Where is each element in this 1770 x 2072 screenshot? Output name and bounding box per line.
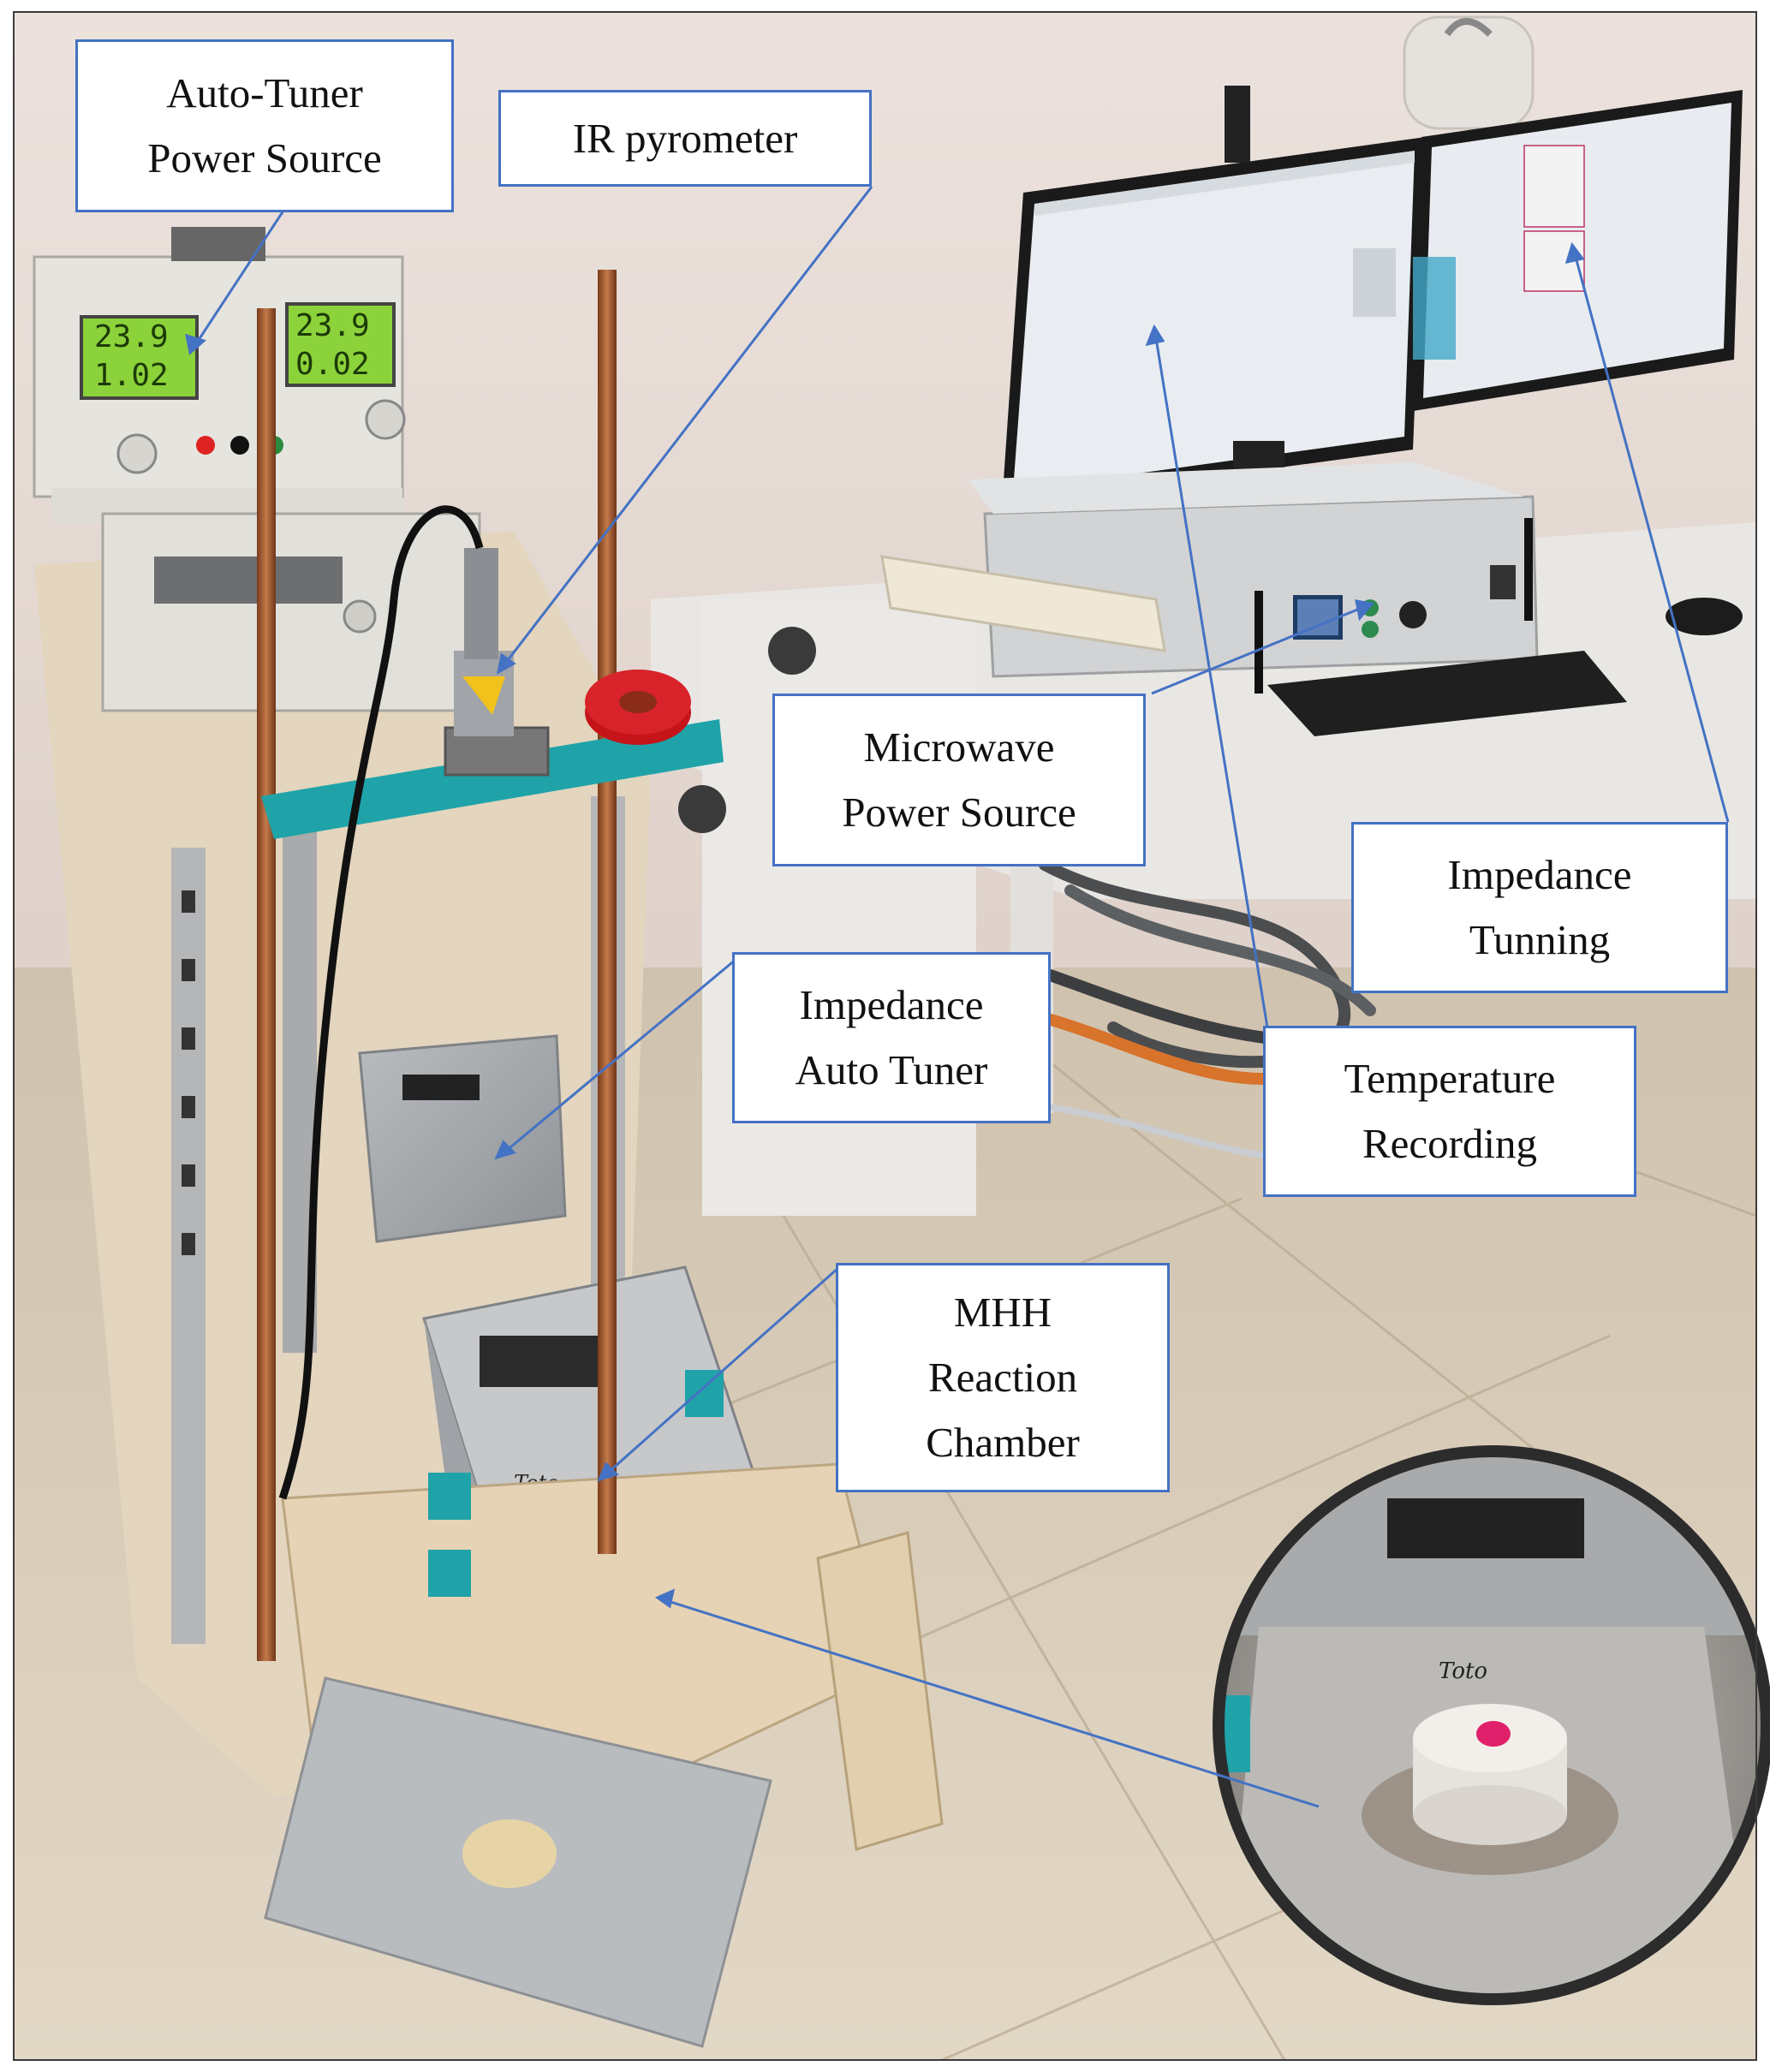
mouse xyxy=(1666,598,1743,635)
lid-hole xyxy=(462,1819,557,1888)
psu-right-bottom-readout: 0.02 xyxy=(295,347,370,382)
copper-rod-right xyxy=(598,270,617,1554)
psu-display-right xyxy=(285,302,396,387)
desk-leg-cabinet xyxy=(702,599,976,1216)
psu-left-bottom-readout: 1.02 xyxy=(94,358,169,393)
wall-fixture xyxy=(1403,15,1535,130)
psu-display-left xyxy=(80,315,199,400)
copper-rod-left xyxy=(257,308,276,1661)
psu-lower xyxy=(101,512,481,712)
svg-text:Toto: Toto xyxy=(1439,1658,1487,1684)
chamber-inset-circle: Toto xyxy=(1213,1445,1770,2005)
keyboard xyxy=(1267,651,1627,736)
ir-pyrometer-label: IR pyrometer xyxy=(498,90,872,187)
turquoise-bracket xyxy=(261,719,724,839)
power-strip xyxy=(880,555,1166,652)
brick xyxy=(816,1531,944,1851)
callout-arrows xyxy=(185,186,1730,1808)
impedance-auto-tuner-box xyxy=(358,1034,567,1243)
psu-right-top-readout: 23.9 xyxy=(295,308,370,343)
psu-left-top-readout: 23.9 xyxy=(94,319,169,354)
pyrometer-cable xyxy=(278,505,484,1500)
microwave-power-source-unit xyxy=(968,462,1539,694)
